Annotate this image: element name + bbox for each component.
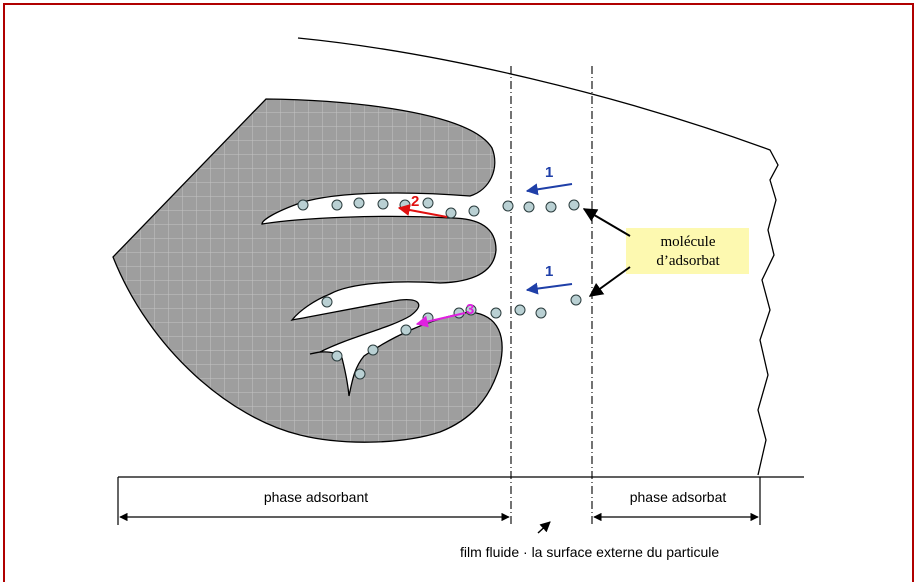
molecule: [535, 307, 547, 319]
step2-number: 2: [411, 193, 419, 210]
film-caption: film fluide · la surface externe du part…: [460, 544, 719, 560]
molecule-label-line1: molécule: [661, 234, 716, 250]
step3-number: 3: [466, 301, 474, 318]
fluid-boundary: [297, 37, 779, 476]
pointer-lower-arrow: [588, 266, 631, 297]
molecule-label-box: [626, 228, 749, 274]
molecule: [377, 198, 389, 210]
step2-arrow: [397, 204, 448, 218]
molecule: [331, 350, 343, 362]
molecule: [297, 199, 309, 211]
molecule: [570, 294, 582, 306]
molecule: [422, 197, 434, 209]
molecule: [465, 304, 477, 316]
pointer-upper-arrow: [582, 208, 631, 237]
molecule: [353, 197, 365, 209]
step1-lower-arrow: [525, 282, 573, 295]
molecule: [545, 201, 557, 213]
step1-lower-number: 1: [545, 263, 553, 280]
molecule: [568, 199, 580, 211]
molecule: [523, 201, 535, 213]
molecule: [354, 368, 366, 380]
molecule: [331, 199, 343, 211]
molecule: [321, 296, 333, 308]
molecule-label-line2: d’adsorbat: [656, 253, 720, 269]
step3-arrow: [415, 312, 466, 328]
film-pointer-arrow: [537, 521, 551, 534]
molecule: [468, 205, 480, 217]
figure-frame: [3, 3, 914, 582]
phase-adsorbat-label: phase adsorbat: [630, 489, 727, 505]
molecule: [445, 207, 457, 219]
molecule: [400, 324, 412, 336]
molecule: [490, 307, 502, 319]
molecule: [502, 200, 514, 212]
phase-adsorbant-label: phase adsorbant: [264, 489, 368, 505]
step1-upper-number: 1: [545, 164, 553, 181]
step1-upper-arrow: [525, 183, 573, 196]
adsorbent-particle: [112, 98, 503, 443]
molecule: [367, 344, 379, 356]
molecule: [514, 304, 526, 316]
